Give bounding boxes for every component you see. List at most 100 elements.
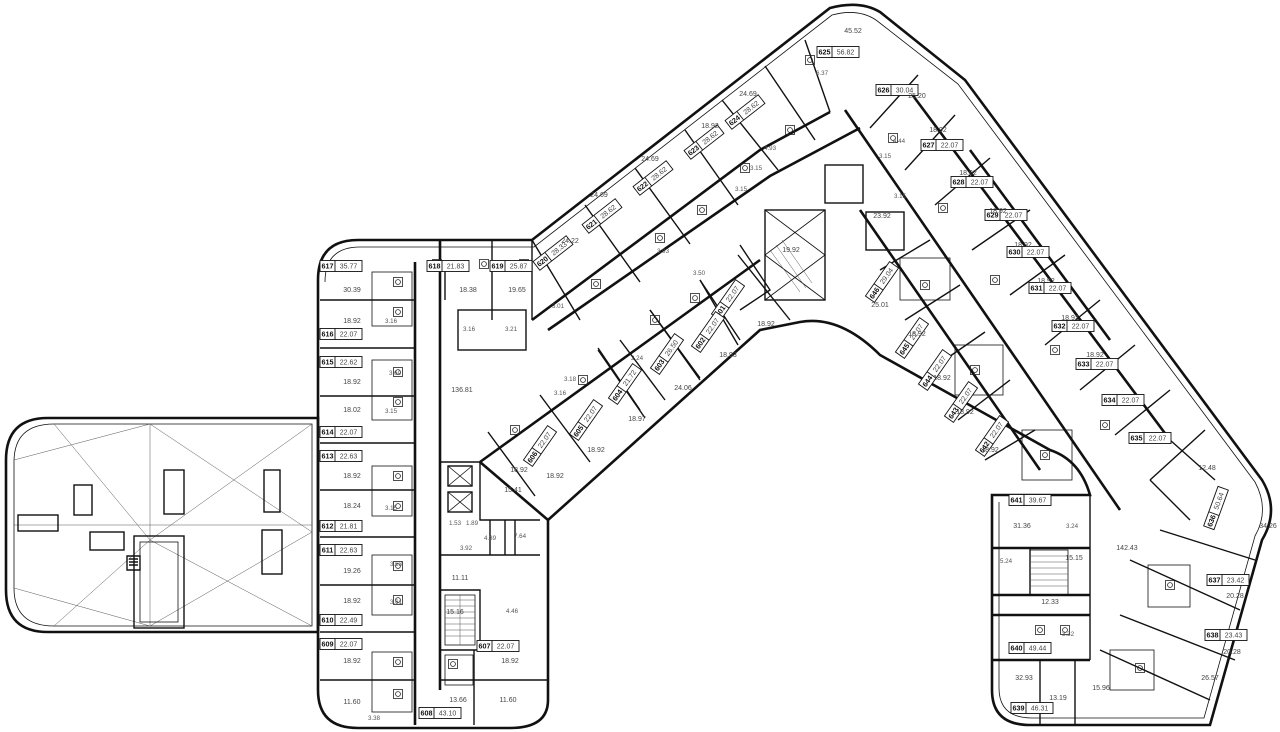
unit-area: 22.07 [340,642,358,649]
unit-area: 43.10 [439,711,457,718]
fixture-icon [393,277,403,287]
fixture-icon [393,501,403,511]
room-area: 3.16 [554,390,567,397]
unit-number: 614 [322,428,334,437]
room-area: 4.46 [506,608,519,615]
unit-number: 639 [1013,704,1025,713]
unit-number: 613 [322,452,334,461]
bottom-right-block [992,495,1256,725]
right-wing [843,74,1216,521]
room-area: 11.60 [500,697,517,704]
room-area: 18.92 [343,598,361,605]
room-area: 25.20 [908,93,926,100]
room-area: 3.15 [894,193,907,200]
room-area: 15.15 [1065,555,1083,562]
room-area: 18.92 [929,127,947,134]
unit-number: 637 [1209,576,1221,585]
unit-label-631: 631 22.07 [1028,282,1072,294]
room-area: 3.18 [564,376,577,383]
room-area: 24.22 [561,238,579,245]
fixture-icon [785,125,795,135]
unit-area: 49.44 [1029,646,1047,653]
fixture-icon [393,367,403,377]
unit-area: 46.31 [1031,706,1049,713]
unit-area: 22.07 [1072,324,1090,331]
room-area: 3.63 [390,561,403,568]
room-area: 23.92 [873,213,891,220]
room-area: 15.96 [1092,685,1110,692]
room-area: 2.24 [631,355,644,362]
unit-number: 631 [1031,284,1043,293]
unit-area: 22.63 [340,548,358,555]
room-area: 5.24 [1000,558,1013,565]
room-area: 7.64 [514,533,527,540]
unit-area: 22.07 [1049,286,1067,293]
fixture-icon [578,375,588,385]
fixture-icon [1050,345,1060,355]
fixture-icon [1165,580,1175,590]
unit-number: 641 [1011,496,1023,505]
room-area: 13.66 [449,697,467,704]
unit-number: 616 [322,330,334,339]
unit-area: 23.42 [1227,578,1245,585]
room-area: 19.65 [508,287,526,294]
unit-number: 626 [878,86,890,95]
room-area: 19.26 [343,568,361,575]
fixture-icon [970,365,980,375]
room-area: 18.92 [343,473,361,480]
unit-area: 22.07 [941,143,959,150]
unit-number: 635 [1131,434,1143,443]
room-area: 18.24 [343,503,361,510]
room-area: 3.32 [1062,631,1075,638]
unit-number: 636 [1205,514,1218,528]
room-area: 11.60 [344,699,361,706]
roof-terrace [4,416,320,634]
unit-area: 35.77 [340,264,358,271]
room-area: 18.97 [628,416,646,423]
unit-number: 610 [322,616,334,625]
room-area: 18.92 [981,447,999,454]
fixture-icon [393,689,403,699]
room-area: 18.92 [1086,352,1104,359]
unit-area: 22.63 [340,454,358,461]
unit-area: 56.82 [837,50,855,57]
room-area: 3.38 [368,715,381,722]
room-area: 142.43 [1116,545,1138,552]
unit-area: 22.07 [971,180,989,187]
fixture-icon [740,163,750,173]
room-area: 45.52 [844,28,862,35]
room-area: 3.15 [735,186,748,193]
fixture-icon [393,561,403,571]
unit-number: 633 [1078,360,1090,369]
room-area: 18.92 [546,473,564,480]
fixture-icon [591,279,601,289]
room-area: 18.93 [719,352,737,359]
fixture-icon [920,280,930,290]
room-area: 18.92 [959,170,977,177]
room-area: 12.48 [1198,465,1216,472]
fixture-icon [690,293,700,303]
fixture-icon [1100,420,1110,430]
room-area: 3.21 [505,326,518,333]
unit-label-613: 613 22.63 [319,450,363,462]
room-area: 25.01 [871,302,889,309]
